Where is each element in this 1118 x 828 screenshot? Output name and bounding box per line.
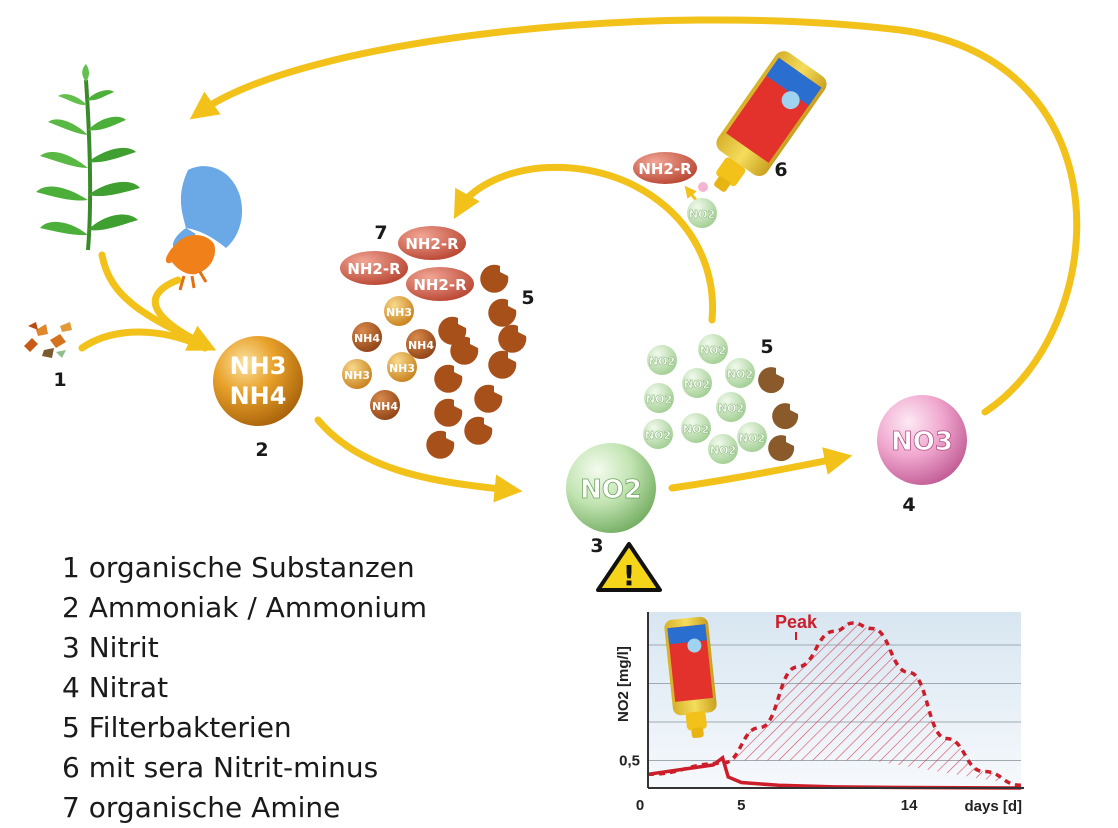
- plant-icon: [36, 64, 140, 251]
- arrow-nitrite-to-amines: [453, 163, 717, 324]
- chart-peak-annotation: Peak: [775, 612, 818, 632]
- marker-nitrit-minus: 6: [774, 159, 787, 181]
- legend-item: 1 organische Substanzen: [62, 551, 415, 584]
- nh4-label: NH4: [372, 400, 398, 413]
- chart-ticks: 0 5 14 0,5: [619, 753, 918, 815]
- legend-item: 4 Nitrat: [62, 671, 169, 704]
- amine-label: NH2-R: [413, 276, 467, 294]
- legend-item: 2 Ammoniak / Ammonium: [62, 591, 428, 624]
- series-without-treatment: [647, 621, 1022, 787]
- chart-y-tick-label: 0,5: [619, 753, 640, 770]
- arrow-nitrate-to-plants: [189, 16, 1081, 416]
- ammonia-label-nh4: NH4: [230, 382, 287, 410]
- organic-particles: [24, 322, 72, 358]
- legend-item: 3 Nitrit: [62, 631, 159, 664]
- nitrate-label: NO3: [891, 427, 953, 457]
- arrow-ammonia-to-nitrite: [314, 416, 523, 503]
- ammonia-molecules: NH3 NH4 NH4 NH3 NH3 NH4: [342, 296, 436, 420]
- chart-y-label: NO2 [mg/l]: [615, 646, 632, 722]
- chart-x-label: days [d]: [964, 798, 1022, 815]
- no2-label: NO2: [646, 393, 672, 406]
- chart-hatched-region: [722, 623, 1021, 786]
- ammonia-label-nh3: NH3: [230, 352, 287, 380]
- fish-icon: [165, 166, 243, 291]
- nitrite-ball: NO2: [566, 443, 656, 533]
- no2-label: NO2: [684, 378, 710, 391]
- amine-label: NH2-R: [347, 260, 401, 278]
- sera-bottle-icon: [714, 51, 827, 192]
- marker-organic: 1: [53, 369, 66, 391]
- flow-arrows: [78, 16, 1081, 503]
- legend-item: 7 organische Amine: [62, 791, 341, 824]
- amine-molecules: NH2-R NH2-R NH2-R: [340, 226, 474, 301]
- legend-item: 5 Filterbakterien: [62, 711, 292, 744]
- nh4-label: NH4: [408, 339, 434, 352]
- no2-label: NO2: [649, 355, 675, 368]
- nitrate-ball: NO3: [877, 395, 967, 485]
- chart-x-tick-label: 14: [901, 797, 918, 814]
- no2-label: NO2: [689, 208, 715, 221]
- nh3-label: NH3: [386, 306, 412, 319]
- bottle-amine-molecule: NH2-R: [633, 152, 697, 184]
- no2-label: NO2: [718, 402, 744, 415]
- marker-amines: 7: [374, 222, 387, 244]
- chart-bottle-icon: [664, 616, 717, 739]
- nh4-label: NH4: [354, 332, 380, 345]
- ammonia-ball: NH3 NH4: [213, 336, 303, 426]
- marker-bacteria-right: 5: [760, 336, 773, 358]
- no2-label: NO2: [645, 429, 671, 442]
- legend-list: 1 organische Substanzen 2 Ammoniak / Amm…: [62, 548, 427, 828]
- drop-icon: [698, 182, 708, 192]
- marker-ammonia: 2: [255, 439, 268, 461]
- nh3-label: NH3: [389, 362, 415, 375]
- filter-bacteria-left: [426, 264, 527, 459]
- marker-bacteria-left: 5: [521, 287, 534, 309]
- no2-label: NO2: [727, 368, 753, 381]
- warning-icon: !: [596, 542, 662, 592]
- legend-item: 6 mit sera Nitrit-minus: [62, 751, 379, 784]
- no2-label: NO2: [700, 344, 726, 357]
- no2-label: NO2: [710, 444, 736, 457]
- nitrite-label: NO2: [580, 475, 642, 505]
- marker-nitrate: 4: [902, 494, 915, 516]
- filter-bacteria-right: [758, 367, 799, 462]
- chart-hatched-area: [722, 623, 1021, 786]
- amine-label: NH2-R: [638, 160, 692, 178]
- arrow-nitrite-to-nitrate: [668, 447, 853, 492]
- arrow-organics-to-ammonia: [78, 328, 209, 352]
- amine-label: NH2-R: [405, 235, 459, 253]
- chart-x-tick-label: 5: [737, 797, 745, 814]
- chart-x-tick-label: 0: [636, 797, 644, 814]
- warning-symbol: !: [623, 559, 636, 592]
- nitrite-molecules: NO2 NO2 NO2 NO2 NO2 NO2 NO2 NO2 NO2 NO2 …: [643, 198, 767, 464]
- nitrite-chart: 0 5 14 0,5 NO2 [mg/l] days [d] Peak: [615, 612, 1024, 815]
- arrow-fish-to-ammonia: [151, 276, 209, 349]
- nh3-label: NH3: [344, 369, 370, 382]
- marker-nitrite: 3: [590, 535, 603, 557]
- no2-label: NO2: [683, 423, 709, 436]
- no2-label: NO2: [739, 432, 765, 445]
